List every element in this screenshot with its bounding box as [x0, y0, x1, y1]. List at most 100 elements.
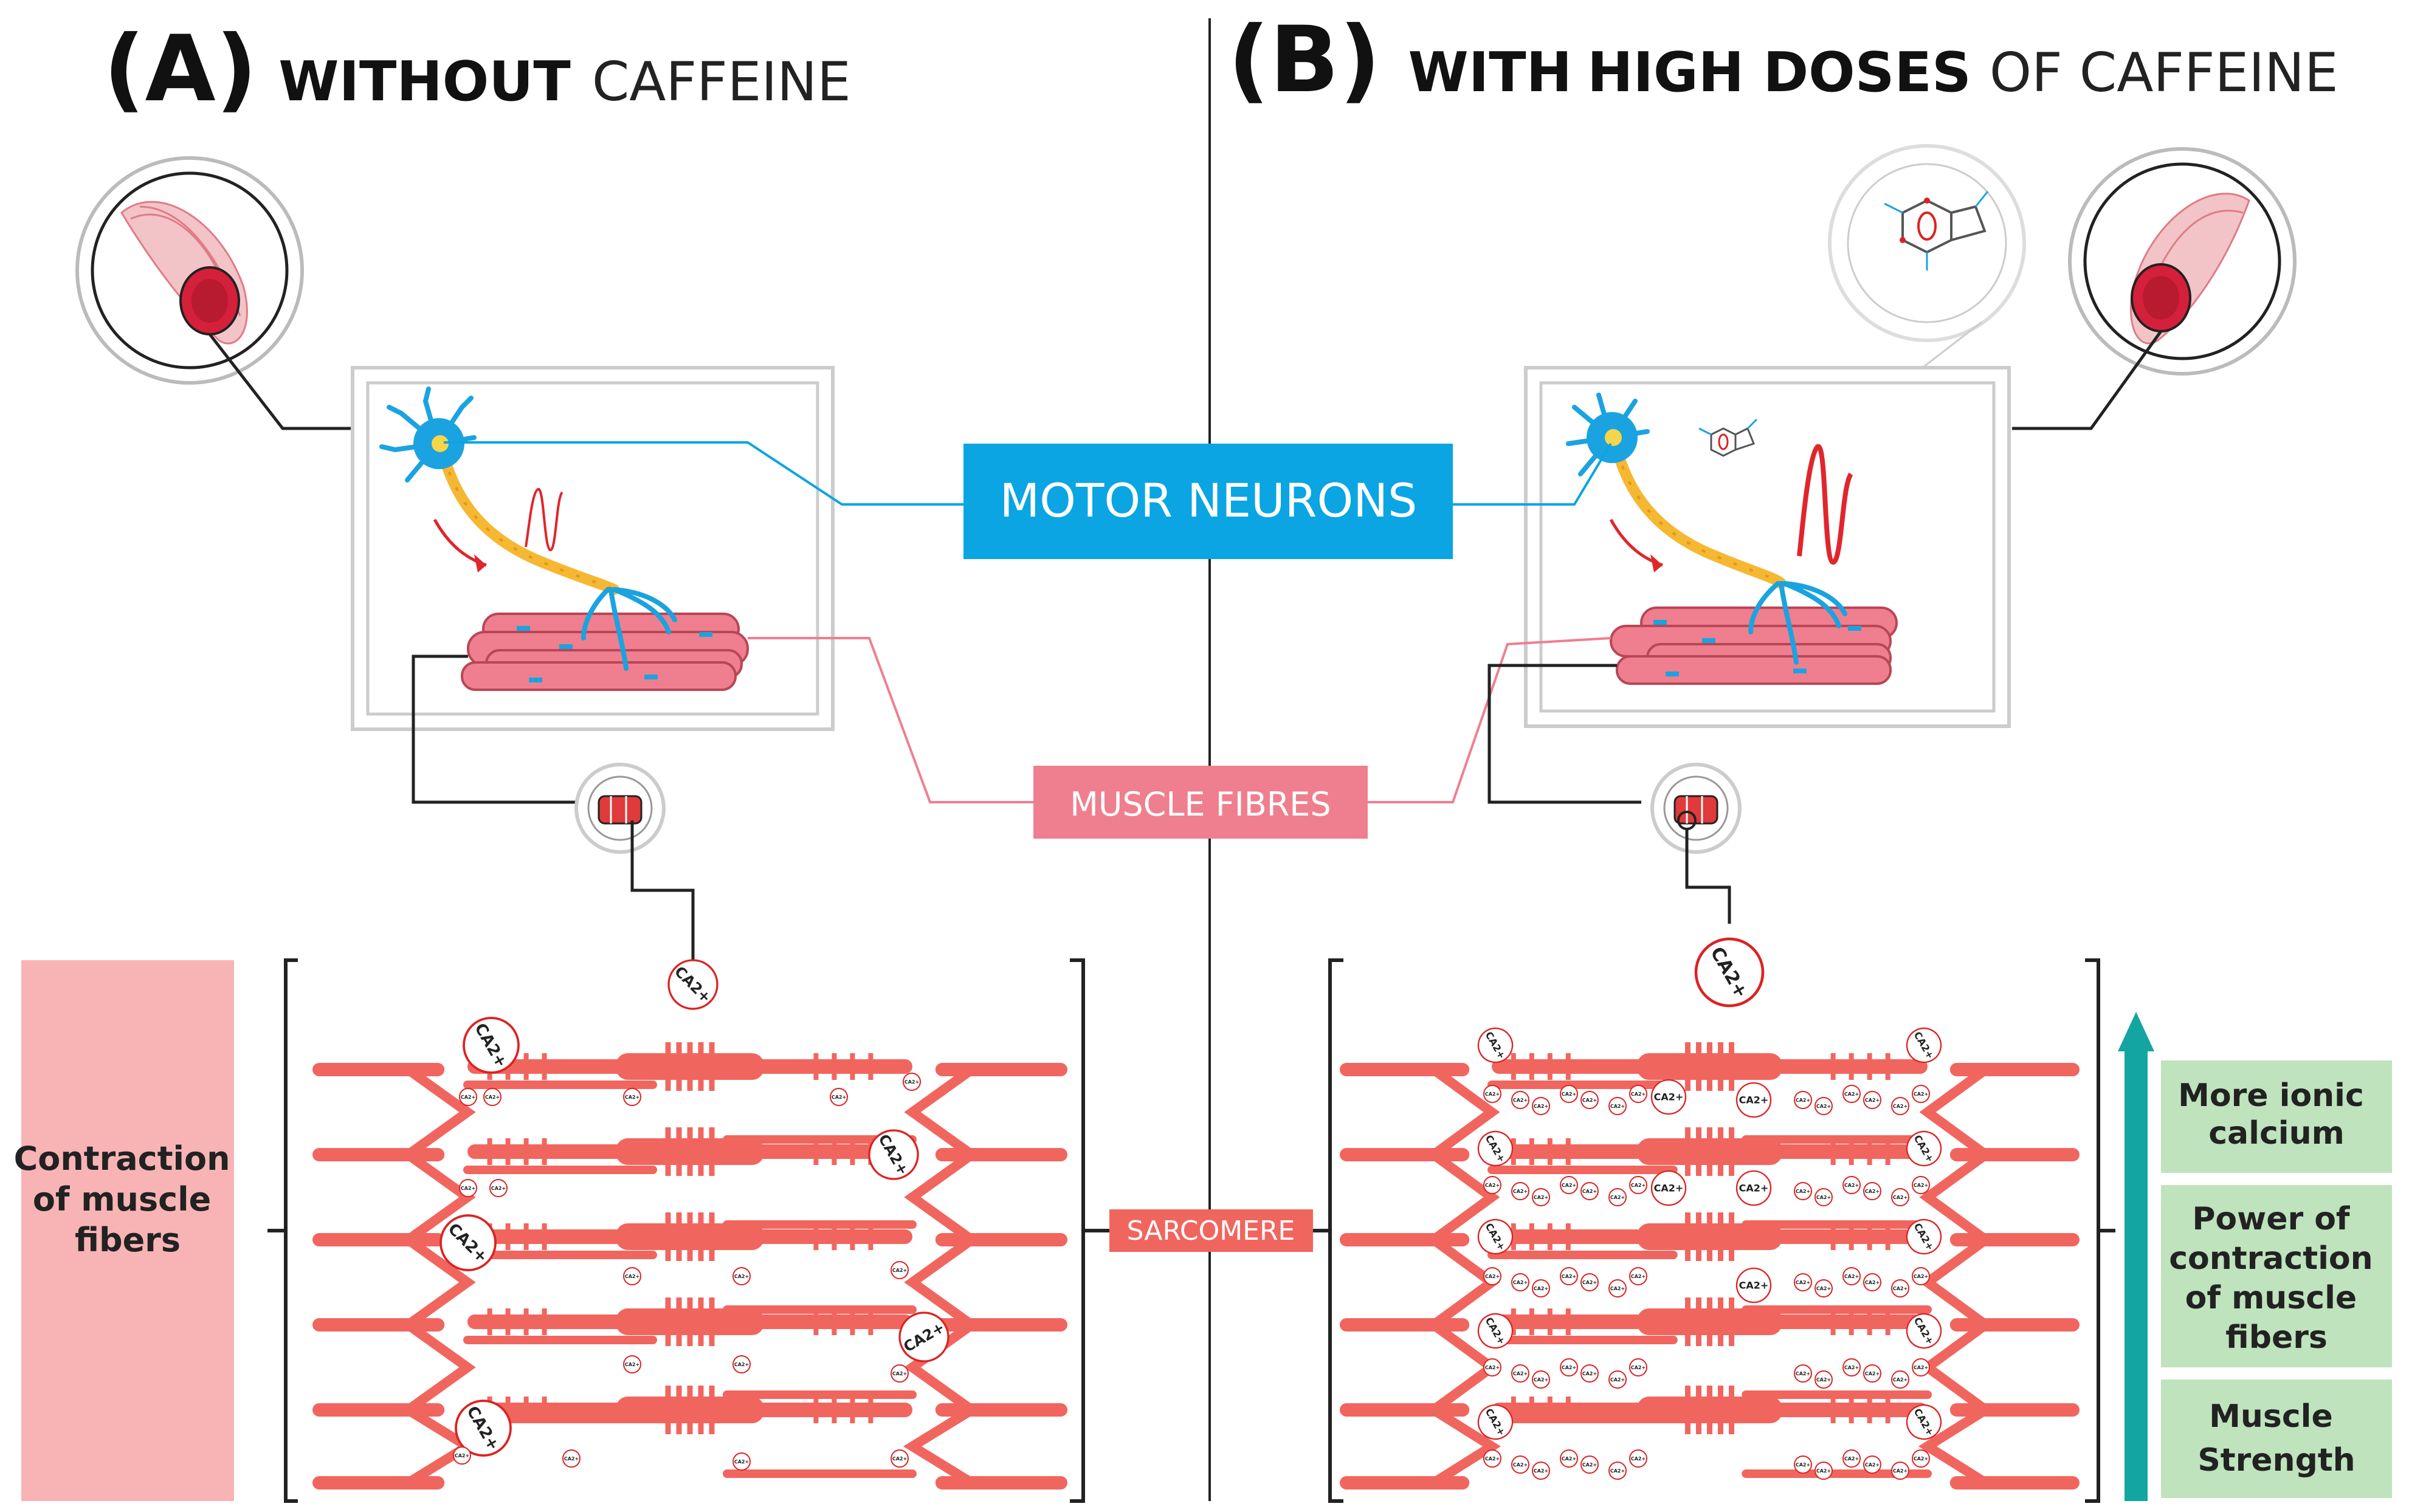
calcium-ion: CA2+	[1483, 1358, 1501, 1376]
calcium-ion: CA2+	[868, 1129, 919, 1180]
calcium-ion-ring	[1842, 1449, 1861, 1468]
calcium-ion-label: CA2+	[1844, 1183, 1859, 1188]
calcium-ion-label: CA2+	[1485, 1365, 1500, 1370]
calcium-ion: CA2+	[732, 1267, 751, 1285]
panel-a-letter: (A)	[103, 16, 257, 122]
calcium-ion-ring	[1891, 1188, 1909, 1206]
calcium-ion-label: CA2+	[1844, 1365, 1859, 1370]
calcium-ion: CA2+	[1694, 937, 1765, 1008]
calcium-ion-label: CA2+	[1562, 1274, 1576, 1279]
calcium-ion: CA2+	[1815, 1097, 1833, 1115]
calcium-ion-ring	[1891, 1462, 1909, 1480]
calcium-ion-label: CA2+	[892, 1371, 907, 1376]
z-branch-left	[405, 1150, 476, 1244]
calcium-ion: CA2+	[1863, 1091, 1881, 1109]
calcium-ion-ring	[1863, 1273, 1881, 1291]
calcium-ion: CA2+	[1912, 1176, 1930, 1194]
calcium-ion-label: CA2+	[734, 1274, 749, 1279]
effect-2-line-4: fibers	[2225, 1319, 2328, 1356]
calcium-ion-ring	[483, 1088, 501, 1106]
calcium-ion-ring	[891, 1449, 909, 1468]
contraction-line-2: of muscle	[33, 1180, 211, 1218]
calcium-ion-ring	[1477, 1130, 1514, 1167]
calcium-ion: CA2+	[891, 1364, 909, 1383]
calcium-ion-ring	[1580, 1364, 1599, 1383]
effect-2-line-2: contraction	[2169, 1240, 2373, 1277]
calcium-ion-label: CA2+	[1631, 1274, 1646, 1279]
increase-arrow	[2118, 1012, 2154, 1501]
z-branch-right	[1919, 1150, 1989, 1244]
calcium-ion-ring	[732, 1452, 751, 1471]
calcium-ion: CA2+	[1511, 1273, 1529, 1291]
calcium-ion-label: CA2+	[1513, 1280, 1528, 1285]
calcium-ion-label: CA2+	[1562, 1091, 1576, 1097]
calcium-ion-ring	[898, 1311, 949, 1363]
calcium-ion-label: CA2+	[1844, 1274, 1859, 1279]
calcium-ion-ring	[1906, 1218, 1942, 1255]
calcium-ion-ring	[439, 1214, 497, 1271]
calcium-ion: CA2+	[1483, 1449, 1501, 1468]
calcium-ion-label: CA2+	[1844, 1456, 1859, 1462]
calcium-ion-label: CA2+	[1816, 1195, 1831, 1200]
calcium-ion-ring	[1912, 1358, 1930, 1376]
calcium-ion-label: CA2+	[1865, 1280, 1880, 1285]
z-branch-right	[904, 1150, 975, 1244]
calcium-ion-label: CA2+	[734, 1362, 749, 1367]
calcium-ion-label: CA2+	[1610, 1104, 1625, 1109]
calcium-ion-label: CA2+	[1610, 1468, 1625, 1474]
panel-a-title-rest: CAFFEINE	[592, 50, 851, 113]
calcium-ion-label: CA2+	[1485, 1091, 1500, 1097]
calcium-ion: CA2+	[1842, 1358, 1861, 1376]
calcium-ion: CA2+	[1842, 1085, 1861, 1103]
calcium-ion: CA2+	[1863, 1273, 1881, 1291]
muscle-magnifier-a	[75, 156, 304, 385]
calcium-ion-ring	[1608, 1097, 1627, 1115]
contraction-text: Contraction of muscle fibers	[14, 1139, 242, 1259]
sarcomere-bracket-b	[1313, 958, 2115, 1503]
calcium-ion-label: CA2+	[1893, 1104, 1908, 1109]
calcium-ion: CA2+	[1629, 1085, 1647, 1103]
calcium-ion: CA2+	[1794, 1455, 1812, 1474]
calcium-ion: CA2+	[1511, 1091, 1529, 1109]
calcium-ion: CA2+	[830, 1088, 848, 1106]
calcium-ion-ring	[1483, 1176, 1501, 1194]
calcium-ion: CA2+	[1511, 1182, 1529, 1200]
calcium-ion-ring	[1906, 1313, 1942, 1349]
calcium-ion: CA2+	[1608, 1462, 1627, 1480]
calcium-ion-ring	[1608, 1462, 1627, 1480]
calcium-ion: CA2+	[1477, 1218, 1514, 1255]
calcium-ion-ring	[459, 1179, 477, 1197]
calcium-ion-ring	[1863, 1364, 1881, 1383]
calcium-ion-label: CA2+	[1610, 1195, 1625, 1200]
calcium-ion-ring	[1580, 1455, 1599, 1474]
calcium-ion: CA2+	[1891, 1370, 1909, 1389]
calcium-ion: CA2+	[1906, 1218, 1942, 1255]
calcium-ion-label: CA2+	[1816, 1286, 1831, 1291]
calcium-ion-ring	[1511, 1091, 1529, 1109]
calcium-ion: CA2+	[1912, 1358, 1930, 1376]
calcium-ion: CA2+	[1815, 1188, 1833, 1206]
calcium-ion-label: CA2+	[1582, 1462, 1597, 1468]
effect-muscle-strength: Muscle Strength	[2161, 1380, 2392, 1498]
calcium-ion-ring	[1532, 1279, 1550, 1297]
calcium-ion: CA2+	[483, 1088, 501, 1106]
calcium-ion-ring	[1891, 1370, 1909, 1389]
calcium-ion-label: CA2+	[485, 1094, 500, 1100]
calcium-ion-label: CA2+	[491, 1186, 506, 1191]
panel-b-title: (B) WITH HIGH DOSES OF CAFFEINE	[1228, 7, 2338, 113]
calcium-ion-ring	[891, 1261, 909, 1279]
contraction-line-1: Contraction	[14, 1139, 230, 1178]
sarcomere-label-box	[1109, 1209, 1313, 1252]
calcium-ion-ring	[1477, 1404, 1514, 1440]
calcium-ion-label: CA2+	[1631, 1365, 1646, 1370]
calcium-ion-label: CA2+	[1739, 1183, 1769, 1194]
calcium-ion-ring	[1906, 1130, 1942, 1167]
caffeine-molecule-magnifier	[1823, 144, 2026, 445]
calcium-ion-label: CA2+	[1534, 1104, 1548, 1109]
calcium-ion: CA2+	[1735, 1267, 1772, 1304]
panel-b-title-rest: OF CAFFEINE	[1990, 41, 2338, 104]
calcium-ion: CA2+	[1580, 1091, 1599, 1109]
calcium-ion: CA2+	[1580, 1182, 1599, 1200]
calcium-ion-ring	[1511, 1455, 1529, 1474]
calcium-ion-label: CA2+	[625, 1094, 639, 1100]
